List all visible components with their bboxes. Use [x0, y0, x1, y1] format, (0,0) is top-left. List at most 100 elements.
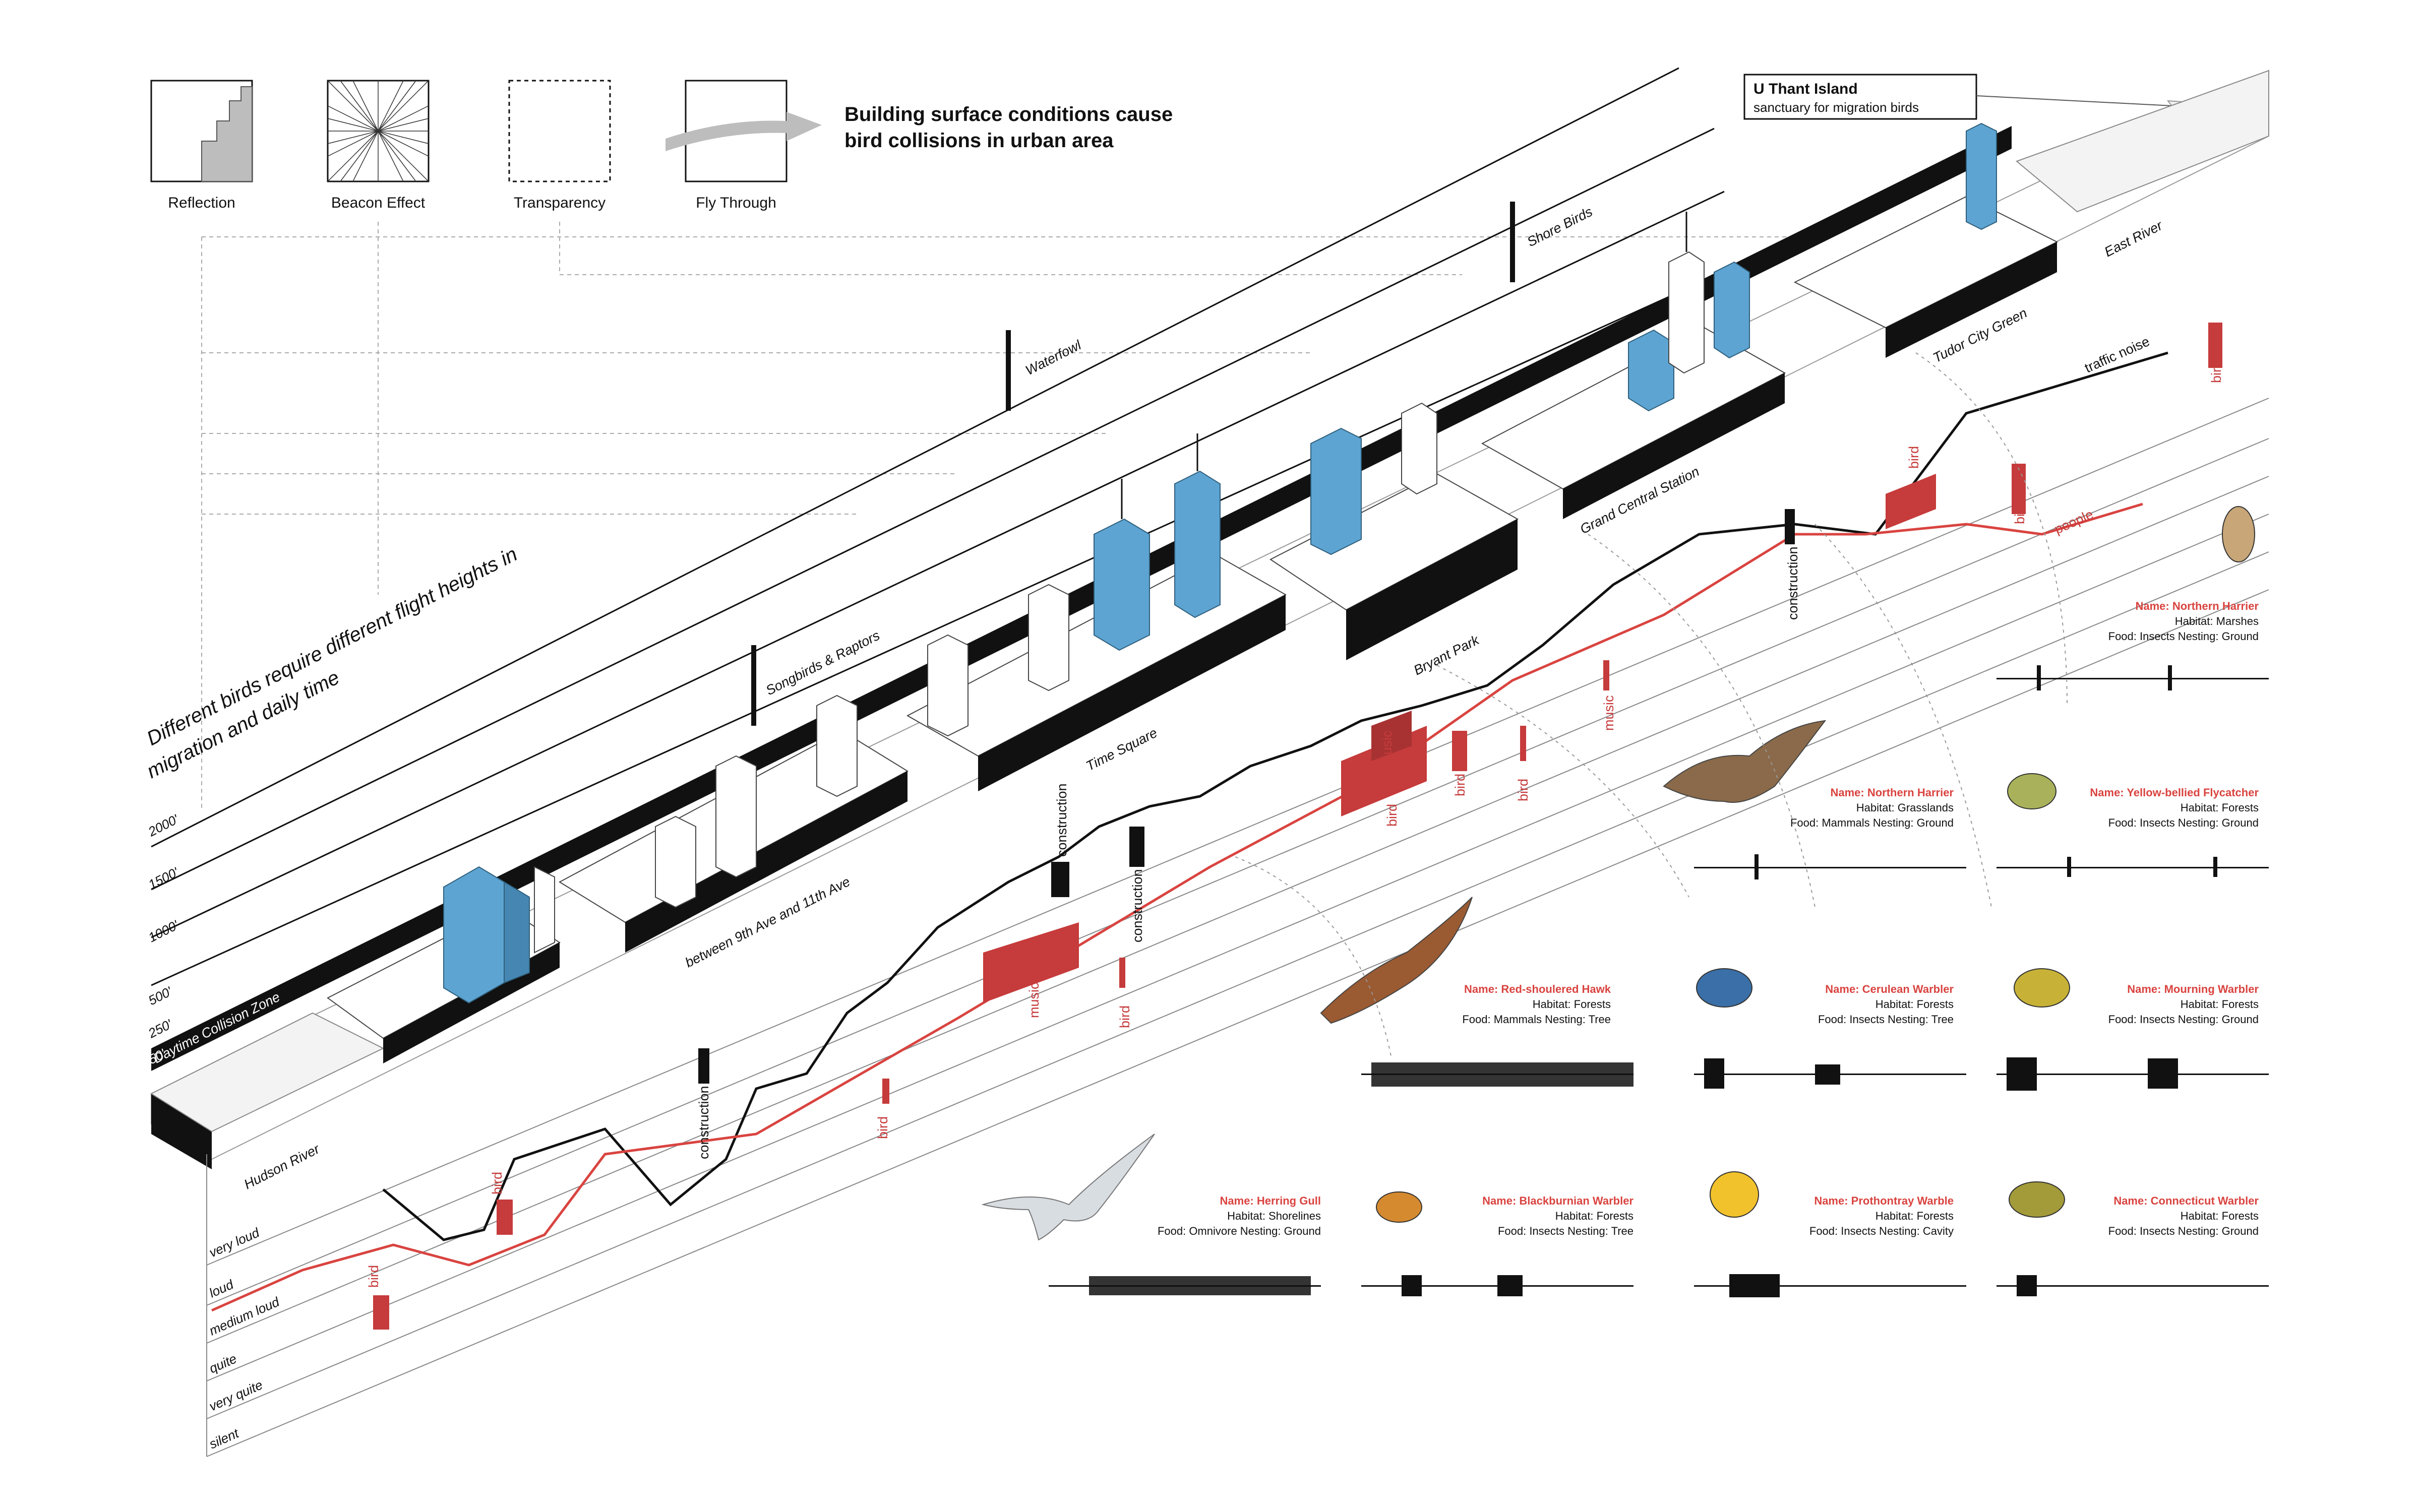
event-bar-music [983, 922, 1079, 1003]
event-label-bird: bird [1384, 804, 1400, 827]
bird-photo [2009, 1181, 2065, 1218]
bird-photo [2007, 773, 2056, 809]
event-label-construction: construction [1054, 783, 1069, 857]
heights-title-line1: Different birds require different flight… [143, 543, 521, 750]
noise-level-quite: quite [207, 1351, 239, 1376]
event-bar-music [1603, 660, 1609, 690]
bird-photo [981, 1133, 1155, 1241]
block-tudor-city [1793, 122, 2059, 358]
bird-name: Name: Blackburnian Warbler [1482, 1194, 1634, 1207]
bird-cards: Name: Herring Gull Habitat: Shorelines F… [981, 506, 2269, 1297]
block-time-square [906, 433, 1287, 791]
block-9th-11th [558, 695, 909, 953]
bird-photo [2014, 968, 2070, 1007]
bird-food-nesting: Food: Omnivore Nesting: Ground [1158, 1225, 1321, 1237]
waveform [1089, 1276, 1311, 1295]
transparency-icon [508, 80, 611, 182]
event-label-bird: bird [1453, 774, 1468, 796]
bird-name: Name: Herring Gull [1220, 1194, 1321, 1207]
bird-photo [2222, 506, 2255, 562]
legend-label-fly-through: Fly Through [696, 195, 776, 211]
event-bar-bird [497, 1200, 513, 1235]
fly-through-icon [666, 80, 822, 182]
waveform [2213, 857, 2217, 877]
event-bar-construction [698, 1048, 709, 1084]
bird-food-nesting: Food: Insects Nesting: Ground [2108, 630, 2259, 643]
event-label-bird: bird [1117, 1005, 1132, 1028]
bird-name: Name: Prothontray Warble [1814, 1194, 1954, 1207]
bird-card-blackburnian: Name: Blackburnian Warbler Habitat: Fore… [1376, 1191, 1634, 1237]
bird-food-nesting: Food: Insects Nesting: Ground [2108, 1225, 2259, 1237]
location-time-square: Time Square [1083, 725, 1160, 774]
bird-photo [1710, 1171, 1759, 1218]
headline-line1: Building surface conditions cause [844, 103, 1173, 125]
event-bar-bird [1452, 731, 1467, 771]
event-bar-construction [1785, 509, 1795, 544]
event-bar-bird [1520, 726, 1526, 761]
event-bar-bird [882, 1079, 889, 1104]
event-bar-bird [2208, 323, 2222, 368]
bird-habitat: Habitat: Forests [2181, 801, 2259, 814]
waveform [2037, 665, 2041, 690]
east-river-slab [2016, 70, 2269, 213]
waveform [2148, 1058, 2178, 1089]
waveform [1996, 867, 2269, 868]
bird-card-red-shouldered-hawk: Name: Red-shoulered Hawk Habitat: Forest… [1320, 897, 1611, 1026]
waveform [1815, 1064, 1840, 1085]
bird-habitat: Habitat: Grasslands [1856, 801, 1954, 814]
bird-food-nesting: Food: Insects Nesting: Ground [2108, 1013, 2259, 1026]
island-subtitle: sanctuary for migration birds [1753, 100, 1919, 115]
event-bar-music [1371, 711, 1412, 761]
flight-height-lines [151, 67, 1735, 986]
legend-label-reflection: Reflection [168, 195, 235, 211]
event-label-bird: bird [1906, 446, 1921, 469]
bird-food-nesting: Food: Mammals Nesting: Ground [1790, 816, 1954, 829]
event-bar-music [1341, 726, 1427, 816]
bird-food-nesting: Food: Insects Nesting: Tree [1498, 1225, 1634, 1237]
event-label-construction: construction [1130, 869, 1145, 942]
event-bar-bird [373, 1295, 389, 1330]
event-label-bird: bird [366, 1265, 381, 1288]
waveform [1402, 1275, 1422, 1296]
event-label-construction: construction [1785, 546, 1800, 620]
bird-food-nesting: Food: Insects Nesting: Ground [2108, 816, 2259, 829]
bird-habitat: Habitat: Forests [1555, 1210, 1634, 1222]
legend: Reflection Beacon Effect Transparency Fl… [150, 80, 1173, 211]
noise-level-very-quite: very quite [207, 1377, 265, 1414]
bird-photo [1376, 1191, 1422, 1223]
level-1000: 1000' [146, 917, 182, 946]
event-label-construction: construction [696, 1086, 711, 1159]
beacon-effect-icon [327, 80, 430, 182]
island-title: U Thant Island [1753, 81, 1858, 97]
bird-name: Name: Mourning Warbler [2127, 983, 2259, 995]
event-bar-construction [1129, 827, 1144, 867]
bird-photo [1663, 720, 1827, 803]
legend-label-transparency: Transparency [514, 195, 606, 211]
event-bar-construction [1051, 862, 1069, 897]
bird-habitat: Habitat: Forests [1876, 998, 1954, 1011]
event-label-bird: bird [2012, 501, 2027, 524]
waveform [1996, 678, 2269, 679]
waveform [1694, 1285, 1966, 1287]
bird-habitat: Habitat: Forests [2181, 998, 2259, 1011]
bird-card-connecticut: Name: Connecticut Warbler Habitat: Fores… [2009, 1181, 2259, 1237]
bird-food-nesting: Food: Insects Nesting: Cavity [1809, 1225, 1954, 1237]
waveform [1704, 1058, 1724, 1089]
legend-label-beacon: Beacon Effect [331, 195, 426, 211]
level-1500: 1500' [146, 864, 182, 893]
people-line [211, 502, 2143, 1312]
bird-name: Name: Yellow-bellied Flycatcher [2090, 786, 2259, 799]
level-2000: 2000' [145, 811, 181, 840]
bird-leader-curves [1235, 352, 2068, 1059]
location-bryant-park: Bryant Park [1411, 632, 1482, 678]
bird-food-nesting: Food: Mammals Nesting: Tree [1462, 1013, 1611, 1026]
flight-level-labels: 2000' 1500' 1000' 500' 250' 50' [145, 811, 181, 1067]
reflection-icon [150, 80, 253, 182]
event-bar-bird [2012, 464, 2026, 514]
bird-name: Name: Connecticut Warbler [2113, 1194, 2259, 1207]
bird-name: Name: Northern Harrier [2135, 600, 2259, 612]
waveform [1996, 1285, 2269, 1287]
event-label-bird: bird [1516, 779, 1531, 801]
bird-food-nesting: Food: Insects Nesting: Tree [1818, 1013, 1954, 1026]
